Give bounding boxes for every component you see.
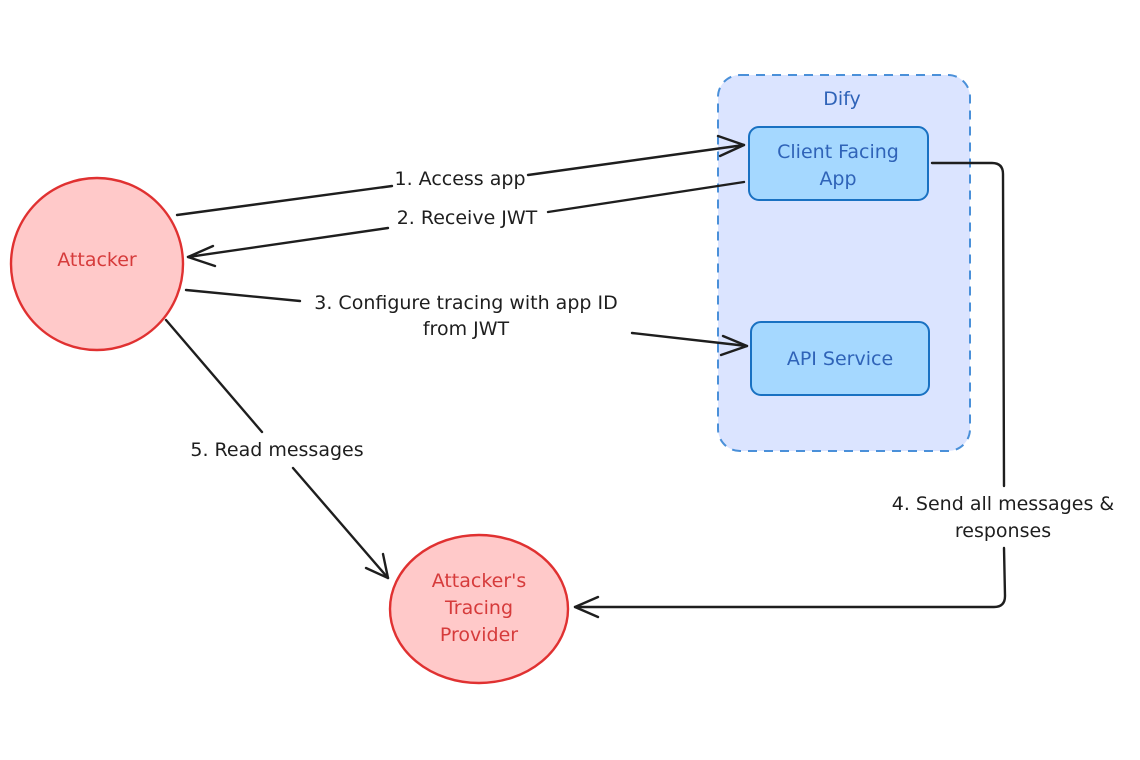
api-service-label: API Service xyxy=(787,348,893,370)
edge-send-messages-label-line-1: 4. Send all messages & xyxy=(892,493,1115,515)
tracing-provider-label-line-2: Tracing xyxy=(444,597,513,619)
tracing-provider-label-line-1: Attacker's xyxy=(432,570,527,592)
edge-access-app-arrowhead xyxy=(716,134,746,158)
edge-configure-tracing: 3. Configure tracing with app ID from JW… xyxy=(184,288,749,357)
api-service-node: API Service xyxy=(750,321,930,396)
edge-access-app-line xyxy=(175,143,746,217)
client-facing-app-box xyxy=(748,126,929,201)
attacker-node: Attacker xyxy=(9,176,185,352)
edge-read-messages: 5. Read messages xyxy=(164,318,390,580)
client-facing-app-label-line-2: App xyxy=(819,168,856,190)
edge-configure-tracing-label-line-1: 3. Configure tracing with app ID xyxy=(314,292,617,314)
edge-access-app: 1. Access app xyxy=(175,134,746,217)
edge-configure-tracing-line xyxy=(184,288,749,348)
edge-read-messages-arrowhead xyxy=(364,552,390,580)
edge-receive-jwt-line xyxy=(186,180,746,259)
edge-receive-jwt-arrowhead xyxy=(186,244,217,268)
api-service-box xyxy=(750,321,930,396)
edge-configure-tracing-arrowhead xyxy=(719,334,749,357)
dify-group-label: Dify xyxy=(823,88,861,110)
edge-read-messages-label: 5. Read messages xyxy=(190,439,363,461)
edge-send-messages-label-line-2: responses xyxy=(955,520,1051,542)
edge-receive-jwt: 2. Receive JWT xyxy=(186,180,746,268)
edge-send-messages-arrowhead xyxy=(573,595,600,619)
attacker-circle xyxy=(9,176,185,352)
edge-send-messages-line xyxy=(573,161,1007,609)
tracing-provider-circle xyxy=(388,533,570,685)
attacker-label: Attacker xyxy=(57,249,137,271)
client-facing-app-node: Client Facing App xyxy=(748,126,929,201)
tracing-provider-label-line-3: Provider xyxy=(440,624,518,646)
edge-access-app-label: 1. Access app xyxy=(394,168,525,190)
edge-read-messages-line xyxy=(164,318,390,580)
edge-send-messages: 4. Send all messages & responses xyxy=(573,161,1115,619)
client-facing-app-label-line-1: Client Facing xyxy=(777,141,899,163)
edge-configure-tracing-label-line-2: from JWT xyxy=(423,318,510,340)
tracing-provider-node: Attacker's Tracing Provider xyxy=(388,533,570,685)
edge-receive-jwt-label: 2. Receive JWT xyxy=(397,207,538,229)
